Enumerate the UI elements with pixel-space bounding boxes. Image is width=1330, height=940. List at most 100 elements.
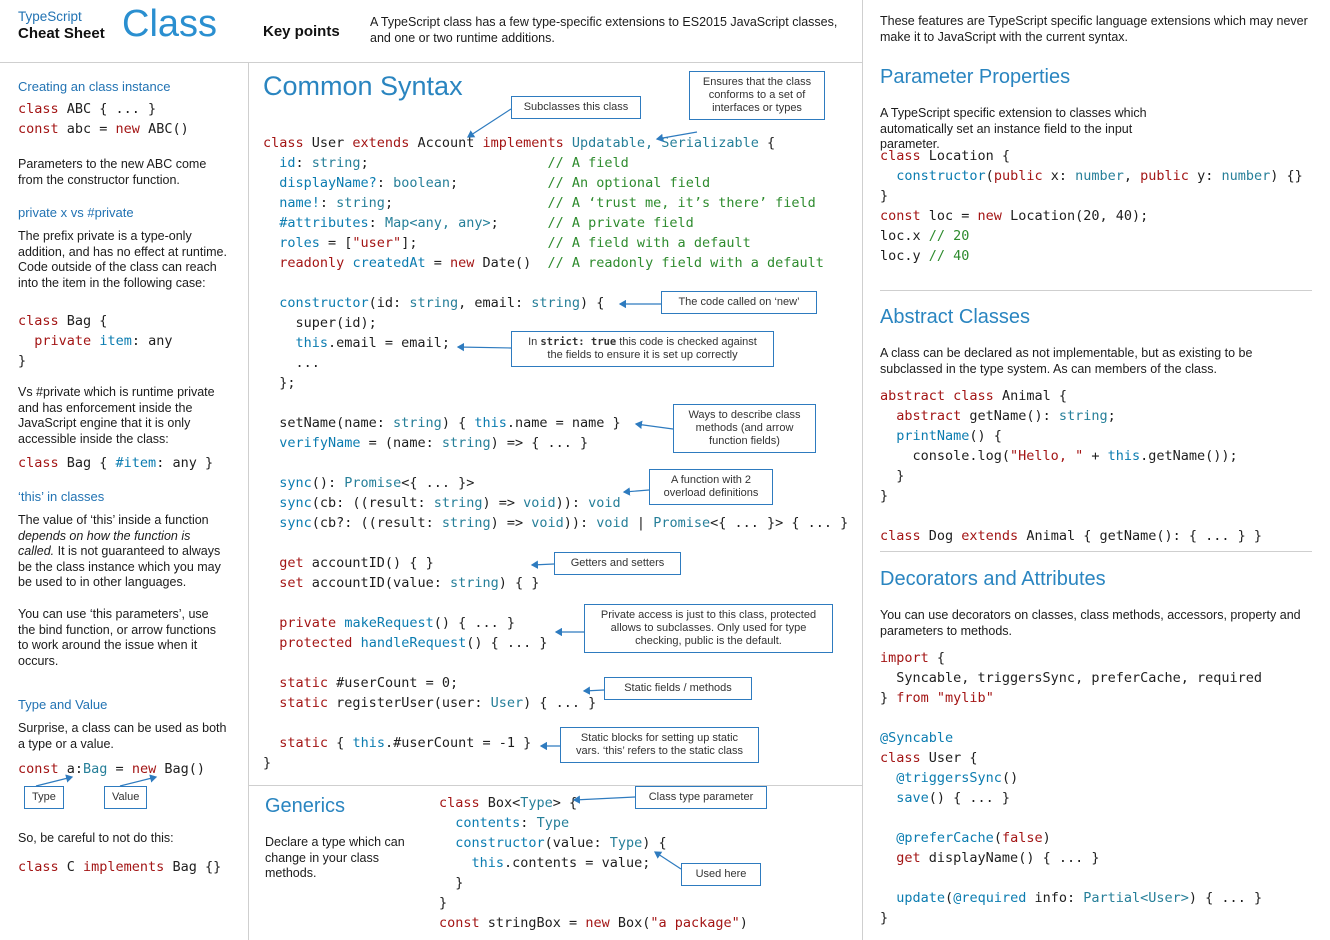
code-line: const loc = new Location(20, 40);: [880, 208, 1149, 224]
code-line: contents: Type: [455, 815, 570, 831]
code-line: }: [18, 353, 27, 369]
paragraph-hash-private: Vs #private which is runtime private and…: [18, 385, 215, 446]
key-points-text: A TypeScript class has a few type-specif…: [370, 15, 838, 45]
brand-cheatsheet: Cheat Sheet: [18, 25, 105, 42]
callout-methods: Ways to describe class methods (and arro…: [673, 404, 816, 453]
middle-right-divider: [862, 0, 863, 940]
code-line: name!: string; // A ‘trust me, it’s ther…: [279, 195, 816, 211]
section-title-this: ‘this’ in classes: [18, 489, 105, 504]
code-line: static registerUser(user: User) { ... }: [279, 695, 597, 711]
code-line: @Syncable: [880, 730, 954, 746]
code-line: loc.y // 40: [880, 248, 970, 264]
code-line: }: [263, 755, 272, 771]
callout-strict-check: In strict: true this code is checked aga…: [511, 331, 774, 367]
code-block-instance: class ABC { ... } const abc = new ABC(): [18, 99, 189, 139]
code-line: [263, 273, 848, 293]
code-line: }: [880, 468, 905, 484]
code-line: class Bag { #item: any }: [18, 455, 214, 471]
code-block-generics: class Box<Type> { contents: Type constru…: [439, 793, 748, 933]
code-line: class User extends Account implements Up…: [263, 135, 776, 151]
callout-class-type-parameter: Class type parameter: [635, 786, 767, 809]
code-line: id: string; // A field: [279, 155, 629, 171]
paragraph-parameter-properties: A TypeScript specific extension to class…: [880, 106, 1147, 151]
paragraph-type-or-value: Surprise, a class can be used as both a …: [18, 721, 227, 751]
code-line: class Bag {: [18, 313, 108, 329]
code-line: [263, 533, 848, 553]
brand: TypeScript Cheat Sheet: [18, 9, 105, 42]
code-line: #attributes: Map<any, any>; // A private…: [279, 215, 694, 231]
text-run: this code is checked against the fields …: [547, 336, 757, 361]
section-title-creating-instance: Creating an class instance: [18, 79, 171, 94]
text-run: In: [528, 336, 541, 348]
callout-getters-setters: Getters and setters: [554, 552, 681, 575]
code-block-type-value: const a:Bag = new Bag(): [18, 759, 205, 779]
code-line: class User {: [880, 750, 978, 766]
code-line: update(@required info: Partial<User>) { …: [896, 890, 1263, 906]
code-line: this.contents = value;: [471, 855, 651, 871]
code-line: console.log("Hello, " + this.getName());: [880, 448, 1238, 464]
header-divider: [0, 62, 862, 63]
callout-access-modifiers: Private access is just to this class, pr…: [584, 604, 833, 653]
text-run: strict: true: [540, 336, 617, 348]
text-run: The value of ‘this’ inside a function: [18, 513, 209, 527]
code-block-private: class Bag { private item: any}: [18, 311, 172, 371]
code-line: [263, 713, 848, 733]
code-block-implements-bag: class C implements Bag {}: [18, 857, 221, 877]
abstract-divider: [880, 290, 1312, 291]
callout-used-here: Used here: [681, 863, 761, 886]
code-line: private item: any: [34, 333, 173, 349]
section-title-abstract-classes: Abstract Classes: [880, 306, 1031, 328]
code-block-abstract-classes: abstract class Animal { abstract getName…: [880, 386, 1262, 546]
section-title-common-syntax: Common Syntax: [263, 71, 463, 101]
paragraph-generics: Declare a type which can change in your …: [265, 835, 405, 880]
page-title: Class: [122, 3, 218, 45]
code-line: @preferCache(false): [896, 830, 1051, 846]
code-line: class Dog extends Animal { getName(): { …: [880, 528, 1263, 544]
callout-overloads: A function with 2 overload definitions: [649, 469, 773, 505]
paragraph-this-value: The value of ‘this’ inside a function de…: [18, 513, 228, 591]
paragraph-decorators: You can use decorators on classes, class…: [880, 608, 1301, 638]
left-column: Creating an class instance class ABC { .…: [0, 63, 248, 940]
code-block-decorators: import { Syncable, triggersSync, preferC…: [880, 648, 1262, 928]
code-line: save() { ... }: [896, 790, 1011, 806]
code-line: @triggersSync(): [896, 770, 1019, 786]
right-column: These features are TypeScript specific l…: [863, 0, 1330, 940]
callout-value: Value: [104, 786, 148, 809]
code-line: const abc = new ABC(): [18, 121, 189, 137]
section-title-generics: Generics: [265, 795, 346, 817]
code-line: };: [263, 375, 296, 391]
callout-subclasses: Subclasses this class: [511, 96, 641, 119]
code-line: static #userCount = 0;: [279, 675, 459, 691]
code-line: this.email = email;: [295, 335, 450, 351]
code-line: abstract class Animal {: [880, 388, 1067, 404]
code-line: class Location {: [880, 148, 1011, 164]
code-line: verifyName = (name: string) => { ... }: [279, 435, 589, 451]
code-line: static { this.#userCount = -1 }: [279, 735, 532, 751]
code-line: sync(cb: ((result: string) => void)): vo…: [279, 495, 621, 511]
code-block-common-syntax: class User extends Account implements Up…: [263, 133, 848, 773]
brand-typescript: TypeScript: [18, 9, 82, 24]
code-line: ...: [263, 355, 320, 371]
code-line: }: [880, 488, 889, 504]
section-title-decorators: Decorators and Attributes: [880, 568, 1106, 590]
code-line: constructor(public x: number, public y: …: [896, 168, 1303, 184]
paragraph-constructor-params: Parameters to the new ABC come from the …: [18, 157, 207, 187]
code-line: const stringBox = new Box("a package"): [439, 915, 748, 931]
code-line: super(id);: [263, 315, 377, 331]
code-line: roles = ["user"]; // A field with a defa…: [279, 235, 751, 251]
callout-static-fields: Static fields / methods: [604, 677, 752, 700]
text-run: depends on how the function is called.: [18, 528, 191, 559]
code-line: import {: [880, 650, 946, 666]
code-line: [880, 808, 1262, 828]
code-line: class C implements Bag {}: [18, 859, 222, 875]
code-line: displayName?: boolean; // An optional fi…: [279, 175, 711, 191]
code-line: class ABC { ... }: [18, 101, 157, 117]
code-line: printName() {: [896, 428, 1002, 444]
code-line: get accountID() { }: [279, 555, 434, 571]
section-title-parameter-properties: Parameter Properties: [880, 66, 1071, 88]
code-line: loc.x // 20: [880, 228, 970, 244]
code-line: setName(name: string) { this.name = name…: [263, 415, 621, 431]
callout-called-on-new: The code called on ‘new’: [661, 291, 817, 314]
section-title-private: private x vs #private: [18, 205, 134, 220]
